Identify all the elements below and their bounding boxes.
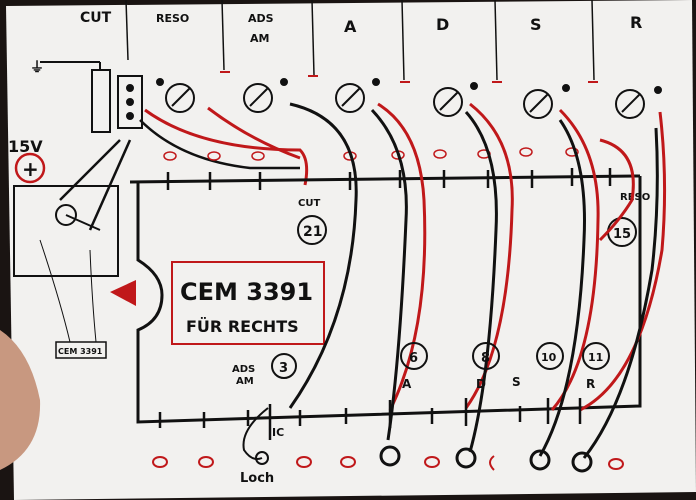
pin-label-ads: ADS — [232, 364, 255, 375]
pin-label-reso: RESO — [620, 192, 650, 203]
pin-num-a: 6 — [409, 351, 418, 366]
pin-label-r: R — [586, 377, 595, 391]
pin-num-a-circle — [400, 342, 428, 370]
pin-num-d-circle — [472, 342, 500, 370]
pot-r — [615, 86, 662, 119]
pot-reso — [156, 78, 195, 113]
potentiometers — [156, 78, 662, 119]
thin-leads — [39, 239, 97, 343]
small-chip — [55, 341, 107, 359]
cut-switch — [40, 61, 143, 133]
red-ticks — [220, 71, 598, 83]
pin-num-cut: 21 — [303, 224, 322, 240]
pin-num-s: 10 — [541, 351, 557, 364]
pin-num-r: 11 — [588, 351, 603, 364]
pin-label-am: AM — [236, 376, 254, 387]
pin-num-r-circle — [582, 342, 610, 370]
chip-title-box — [171, 261, 325, 345]
red-pad-row-top — [163, 147, 579, 161]
col-label-cut: CUT — [80, 10, 112, 26]
col-label-ads: ADS — [248, 12, 274, 25]
plus-circle — [14, 152, 46, 184]
ground-symbol: ⏚ — [30, 60, 44, 76]
bottom-pads — [152, 445, 624, 473]
chip-outline — [136, 176, 642, 424]
top-pin-ticks — [166, 168, 612, 190]
pin-label-a: A — [402, 377, 412, 391]
column-dividers — [125, 0, 595, 81]
pin-num-cut-circle — [297, 215, 327, 245]
pin-num-ads: 3 — [279, 361, 288, 376]
pin-num-ads-circle — [271, 353, 297, 379]
chip-title-line2: FÜR RECHTS — [186, 317, 299, 336]
red-arrow — [110, 280, 136, 306]
loch-label: Loch — [240, 471, 274, 486]
pin-label-cut: CUT — [298, 198, 320, 209]
pot-a — [335, 78, 380, 113]
pin-num-s-circle — [536, 342, 564, 370]
small-chip-label: CEM 3391 — [58, 347, 103, 356]
chip-title-line1: CEM 3391 — [180, 278, 313, 306]
col-label-am: AM — [250, 32, 269, 45]
col-label-s: S — [530, 15, 542, 34]
col-label-a: A — [344, 17, 357, 36]
col-label-r: R — [630, 13, 642, 32]
plus-sign: + — [22, 157, 39, 181]
pin-label-d: D — [476, 377, 486, 391]
pot-s — [523, 84, 570, 119]
thumb — [0, 330, 41, 470]
pin-num-d: 8 — [481, 351, 490, 366]
bottom-pin-ticks — [158, 398, 582, 440]
supply-label: 15V — [8, 137, 43, 156]
chip-top-edge — [129, 174, 641, 184]
black-wire-cut — [139, 119, 300, 170]
pin-num-reso: 15 — [613, 227, 631, 242]
pot-ads — [243, 78, 288, 113]
pot-wires — [207, 102, 667, 460]
col-label-reso: RESO — [156, 12, 189, 25]
pot-d — [433, 82, 478, 117]
pin-label-ic: IC — [272, 426, 284, 439]
col-label-d: D — [436, 15, 449, 34]
pin-label-s: S — [512, 375, 521, 389]
relay-box — [13, 139, 132, 277]
